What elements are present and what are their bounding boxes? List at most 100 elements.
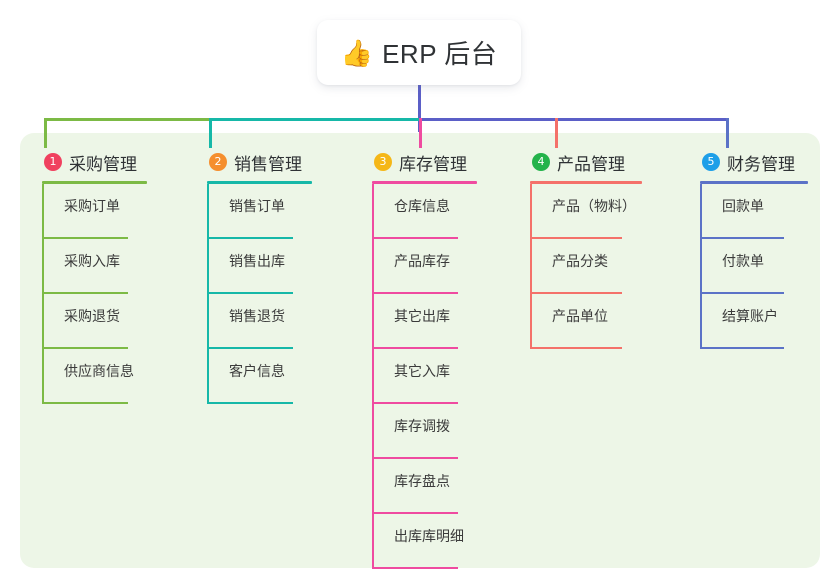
leaf-item[interactable]: 产品（物料）	[530, 184, 636, 239]
leaf-item-label: 回款单	[722, 198, 764, 214]
leaf-item[interactable]: 其它入库	[372, 349, 472, 404]
leaf-item[interactable]: 采购订单	[42, 184, 142, 239]
leaf-item[interactable]: 回款单	[700, 184, 800, 239]
leaf-item-rule	[372, 512, 458, 514]
leaf-item-rule	[530, 237, 622, 239]
leaf-item-rule	[42, 237, 128, 239]
column-items-1: 采购订单采购入库采购退货供应商信息	[42, 184, 147, 404]
leaf-item-rule	[700, 237, 784, 239]
column-2: 2 销售管理销售订单销售出库销售退货客户信息	[207, 150, 312, 404]
leaf-item-rule	[372, 457, 458, 459]
leaf-item[interactable]: 结算账户	[700, 294, 800, 349]
leaf-item-rule	[372, 237, 458, 239]
column-badge-1: 1	[44, 153, 62, 171]
root-trunk-line	[418, 85, 421, 132]
leaf-item[interactable]: 产品单位	[530, 294, 636, 349]
leaf-item[interactable]: 销售订单	[207, 184, 307, 239]
leaf-item[interactable]: 供应商信息	[42, 349, 142, 404]
column-badge-5: 5	[702, 153, 720, 171]
leaf-item[interactable]: 客户信息	[207, 349, 307, 404]
leaf-item-label: 产品单位	[552, 308, 608, 324]
leaf-item-rule	[372, 347, 458, 349]
column-title-2: 销售管理	[234, 154, 302, 174]
column-title-3: 库存管理	[399, 154, 467, 174]
leaf-item[interactable]: 库存调拨	[372, 404, 472, 459]
leaf-item-rule	[530, 292, 622, 294]
leaf-item-rule	[530, 347, 622, 349]
leaf-item-rule	[372, 292, 458, 294]
leaf-item-rule	[207, 292, 293, 294]
leaf-item-rule	[42, 292, 128, 294]
leaf-item-label: 仓库信息	[394, 198, 450, 214]
root-node-title: ERP 后台	[382, 39, 498, 69]
column-rule-3	[372, 181, 477, 184]
column-items-4: 产品（物料） 产品分类产品单位	[530, 184, 642, 349]
leaf-item[interactable]: 出库库明细	[372, 514, 472, 569]
leaf-item-label: 产品分类	[552, 253, 608, 269]
column-stub-4	[555, 118, 558, 148]
leaf-item-rule	[207, 237, 293, 239]
column-items-5: 回款单付款单结算账户	[700, 184, 808, 349]
leaf-item-label: 产品库存	[394, 253, 450, 269]
bus-segment-2	[209, 118, 422, 121]
leaf-item[interactable]: 库存盘点	[372, 459, 472, 514]
bus-segment-3	[419, 118, 558, 121]
column-header-3[interactable]: 3 库存管理	[372, 150, 477, 174]
column-stub-3	[419, 118, 422, 148]
thumbs-up-icon: 👍	[340, 37, 374, 68]
column-badge-2: 2	[209, 153, 227, 171]
column-header-2[interactable]: 2 销售管理	[207, 150, 312, 174]
root-node-content: 👍 ERP 后台	[341, 34, 498, 71]
leaf-item[interactable]: 销售出库	[207, 239, 307, 294]
column-title-1: 采购管理	[69, 154, 137, 174]
column-spine-1	[42, 184, 44, 404]
leaf-item[interactable]: 销售退货	[207, 294, 307, 349]
column-items-2: 销售订单销售出库销售退货客户信息	[207, 184, 312, 404]
leaf-item[interactable]: 仓库信息	[372, 184, 472, 239]
column-title-4: 产品管理	[557, 154, 625, 174]
leaf-item-label: 采购退货	[64, 308, 120, 324]
column-header-4[interactable]: 4 产品管理	[530, 150, 642, 174]
column-rule-5	[700, 181, 808, 184]
leaf-item[interactable]: 其它出库	[372, 294, 472, 349]
column-badge-4: 4	[532, 153, 550, 171]
bus-segment-4	[555, 118, 729, 121]
leaf-item[interactable]: 采购入库	[42, 239, 142, 294]
leaf-item-rule	[700, 347, 784, 349]
leaf-item-rule	[207, 402, 293, 404]
column-spine-4	[530, 184, 532, 349]
leaf-item-label: 产品（物料）	[552, 198, 636, 214]
leaf-item-label: 供应商信息	[64, 363, 134, 379]
column-badge-3: 3	[374, 153, 392, 171]
leaf-item-label: 销售出库	[229, 253, 285, 269]
leaf-item[interactable]: 付款单	[700, 239, 800, 294]
leaf-item-label: 销售退货	[229, 308, 285, 324]
column-4: 4 产品管理产品（物料） 产品分类产品单位	[530, 150, 642, 349]
leaf-item-label: 其它入库	[394, 363, 450, 379]
leaf-item-rule	[42, 402, 128, 404]
column-spine-5	[700, 184, 702, 349]
column-rule-4	[530, 181, 642, 184]
leaf-item-label: 库存调拨	[394, 418, 450, 434]
leaf-item[interactable]: 产品库存	[372, 239, 472, 294]
leaf-item-label: 客户信息	[229, 363, 285, 379]
column-header-1[interactable]: 1 采购管理	[42, 150, 147, 174]
leaf-item-label: 采购订单	[64, 198, 120, 214]
root-node[interactable]: 👍 ERP 后台	[317, 20, 521, 85]
column-spine-3	[372, 184, 374, 569]
leaf-item[interactable]: 产品分类	[530, 239, 636, 294]
leaf-item-rule	[372, 567, 458, 569]
leaf-item-label: 销售订单	[229, 198, 285, 214]
leaf-item-label: 其它出库	[394, 308, 450, 324]
diagram-panel	[20, 133, 820, 568]
column-spine-2	[207, 184, 209, 404]
leaf-item-rule	[207, 347, 293, 349]
leaf-item-label: 采购入库	[64, 253, 120, 269]
column-stub-1	[44, 118, 47, 148]
column-1: 1 采购管理采购订单采购入库采购退货供应商信息	[42, 150, 147, 404]
leaf-item[interactable]: 采购退货	[42, 294, 142, 349]
leaf-item-rule	[42, 347, 128, 349]
column-3: 3 库存管理仓库信息产品库存其它出库其它入库库存调拨库存盘点出库库明细	[372, 150, 477, 569]
